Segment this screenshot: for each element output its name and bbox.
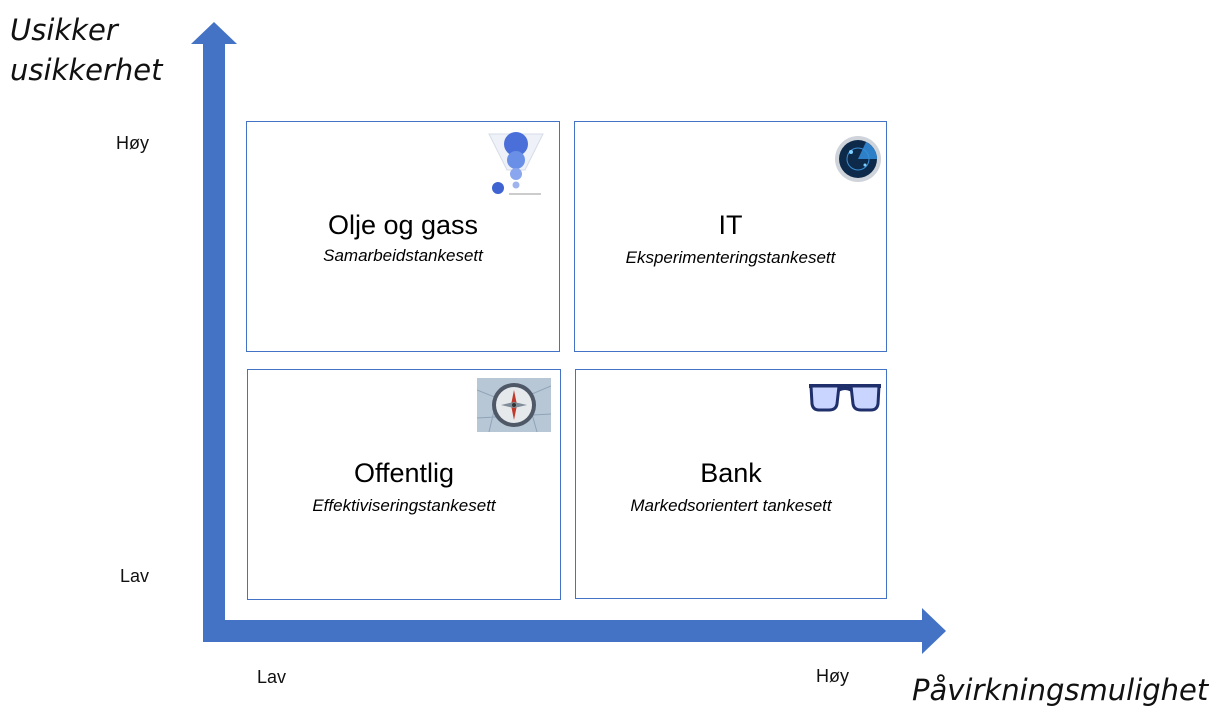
x-tick-high: Høy	[816, 666, 849, 686]
x-axis-arrowhead	[922, 608, 946, 654]
y-axis-title-line2: usikkerhet	[10, 53, 163, 87]
quadrant-subtitle: Markedsorientert tankesett	[630, 496, 832, 515]
quadrant-bank: Bank Markedsorientert tankesett	[575, 369, 887, 599]
quadrant-subtitle: Eksperimenteringstankesett	[625, 248, 836, 267]
y-tick-low: Lav	[120, 566, 150, 586]
y-axis-bar	[203, 40, 225, 642]
glasses-icon	[809, 384, 881, 412]
y-axis-arrowhead	[191, 22, 237, 44]
radar-icon	[835, 136, 881, 182]
quadrant-it: IT Eksperimenteringstankesett	[574, 121, 887, 352]
x-axis-bar	[203, 620, 925, 642]
y-tick-high: Høy	[116, 133, 149, 153]
quadrant-offentlig: Offentlig Effektiviseringstankesett	[247, 369, 561, 600]
funnel-bubbles-icon	[488, 132, 544, 195]
y-axis-title: Usikker usikkerhet	[10, 10, 163, 90]
x-tick-low: Lav	[257, 667, 287, 687]
quadrant-subtitle: Effektiviseringstankesett	[312, 496, 496, 515]
quadrant-title: Olje og gass	[327, 210, 479, 240]
quadrant-olje-og-gass: Olje og gass Samarbeidstankesett	[246, 121, 560, 352]
compass-icon	[477, 378, 551, 432]
quadrant-title: Offentlig	[353, 458, 455, 488]
quadrant-title: Bank	[700, 458, 762, 488]
y-axis-title-line1: Usikker	[10, 13, 118, 47]
quadrant-subtitle: Samarbeidstankesett	[323, 246, 483, 265]
quadrant-title: IT	[718, 210, 743, 240]
x-axis-title: Påvirkningsmulighet	[912, 673, 1209, 707]
